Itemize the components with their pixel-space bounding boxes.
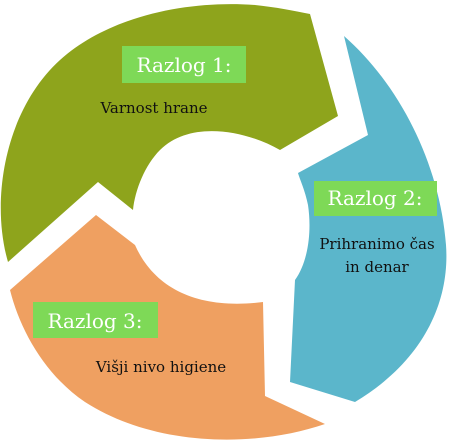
segment-2-arc xyxy=(290,36,447,402)
segment-1-text: Varnost hrane xyxy=(99,99,207,117)
segment-1: Razlog 1: Varnost hrane xyxy=(0,4,339,262)
segment-3-arc xyxy=(10,215,325,440)
segment-2-text-line-2: in denar xyxy=(345,258,409,276)
segment-3: Razlog 3: Višji nivo higiene xyxy=(10,215,325,440)
segment-1-badge-label: Razlog 1: xyxy=(136,53,231,77)
segment-3-badge xyxy=(33,302,158,338)
segment-1-arc xyxy=(0,4,339,262)
segment-3-badge-label: Razlog 3: xyxy=(47,309,142,333)
segment-2-badge-label: Razlog 2: xyxy=(327,186,422,210)
segment-3-text: Višji nivo higiene xyxy=(95,358,226,376)
segment-2-badge xyxy=(314,181,437,216)
segment-2-text-line-1: Prihranimo čas xyxy=(319,235,434,253)
segment-1-badge xyxy=(122,46,246,83)
segment-2: Razlog 2: Prihranimo čas in denar xyxy=(290,36,447,402)
